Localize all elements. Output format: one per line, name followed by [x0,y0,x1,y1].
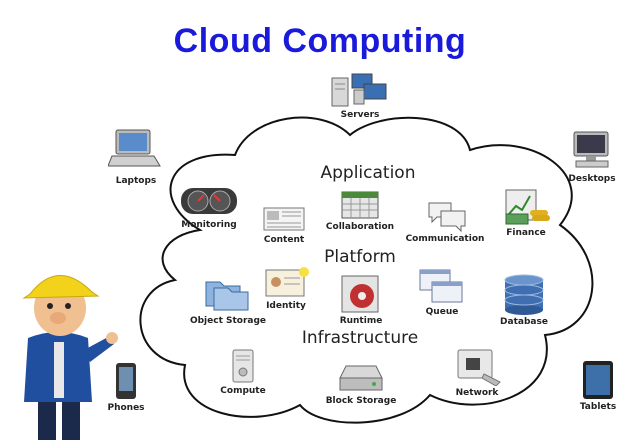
content-document-icon [263,207,305,231]
servers-icon [331,73,387,107]
runtime-disc-icon [341,275,379,313]
desktops-label: Desktops [568,174,616,184]
identity-card-icon [265,267,309,297]
compute-server-icon [232,349,254,383]
section-application: Application [320,163,416,183]
communication-label: Communication [405,234,485,244]
runtime-label: Runtime [339,316,383,326]
finance-label: Finance [506,228,546,238]
section-infrastructure: Infrastructure [301,328,419,348]
diagram-title: Cloud Computing [173,22,467,60]
communication-chat-icon [428,202,466,232]
tablet-icon [583,361,613,399]
queue-windows-icon [419,269,463,303]
phone-icon [116,363,136,399]
content-label: Content [263,235,305,245]
laptops-label: Laptops [115,176,157,186]
object-storage-label: Object Storage [189,316,267,326]
collaboration-label: Collaboration [325,222,395,232]
desktop-icon [573,131,609,168]
database-label: Database [500,317,548,327]
monitoring-gauge-icon [181,188,237,214]
network-label: Network [455,388,499,398]
tablets-label: Tablets [579,402,617,412]
servers-label: Servers [340,110,380,120]
block-storage-label: Block Storage [325,396,397,406]
section-platform: Platform [324,247,396,267]
construction-worker-illustration [22,275,118,440]
block-storage-drive-icon [339,365,383,391]
laptop-icon [108,129,161,167]
object-storage-folder-icon [205,281,249,311]
queue-label: Queue [425,307,459,317]
identity-label: Identity [266,301,306,311]
finance-chart-icon [505,189,550,225]
monitoring-label: Monitoring [181,220,237,230]
database-icon [504,274,544,315]
network-jack-icon [457,349,501,386]
compute-label: Compute [220,386,266,396]
phones-label: Phones [107,403,145,413]
collaboration-calendar-icon [341,191,379,219]
